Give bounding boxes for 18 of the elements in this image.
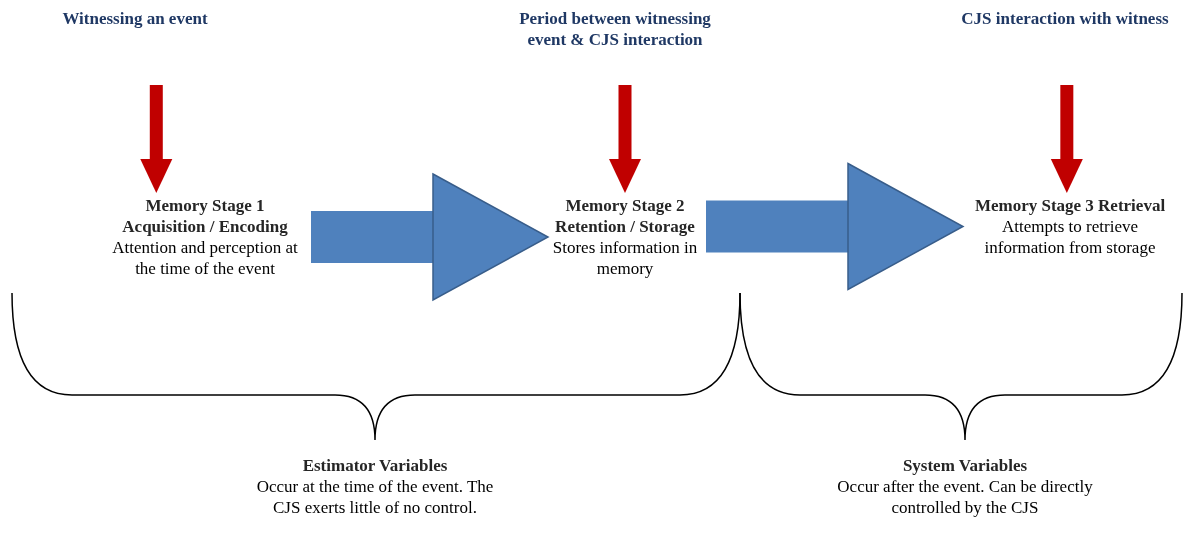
variables-description: Occur at the time of the event. The CJS exerts little of no control. <box>255 476 495 518</box>
stage-description: Attention and perception at the time of the event <box>111 237 299 279</box>
stage-heading: Memory Stage 1 Acquisition / Encoding <box>121 195 289 237</box>
variables-description: Occur after the event. Can be directly controlled by the CJS <box>836 476 1094 518</box>
arrow <box>140 85 173 193</box>
arrow <box>609 85 641 193</box>
stage-heading: Memory Stage 3 Retrieval <box>974 195 1166 216</box>
phase-heading: Witnessing an event <box>62 8 208 29</box>
phase-heading: CJS interaction with witness <box>961 8 1169 29</box>
block-arrow <box>311 173 549 301</box>
stage-description: Stores information in memory <box>551 237 699 279</box>
variables-heading: Estimator Variables <box>302 455 448 476</box>
block-arrow <box>706 162 964 291</box>
arrow <box>1050 85 1083 193</box>
variables-heading: System Variables <box>902 455 1028 476</box>
stage-heading: Memory Stage 2 Retention / Storage <box>554 195 696 237</box>
phase-heading: Period between witnessing event & CJS interaction <box>518 8 712 50</box>
stage-description: Attempts to retrieve information from storage <box>983 216 1157 258</box>
